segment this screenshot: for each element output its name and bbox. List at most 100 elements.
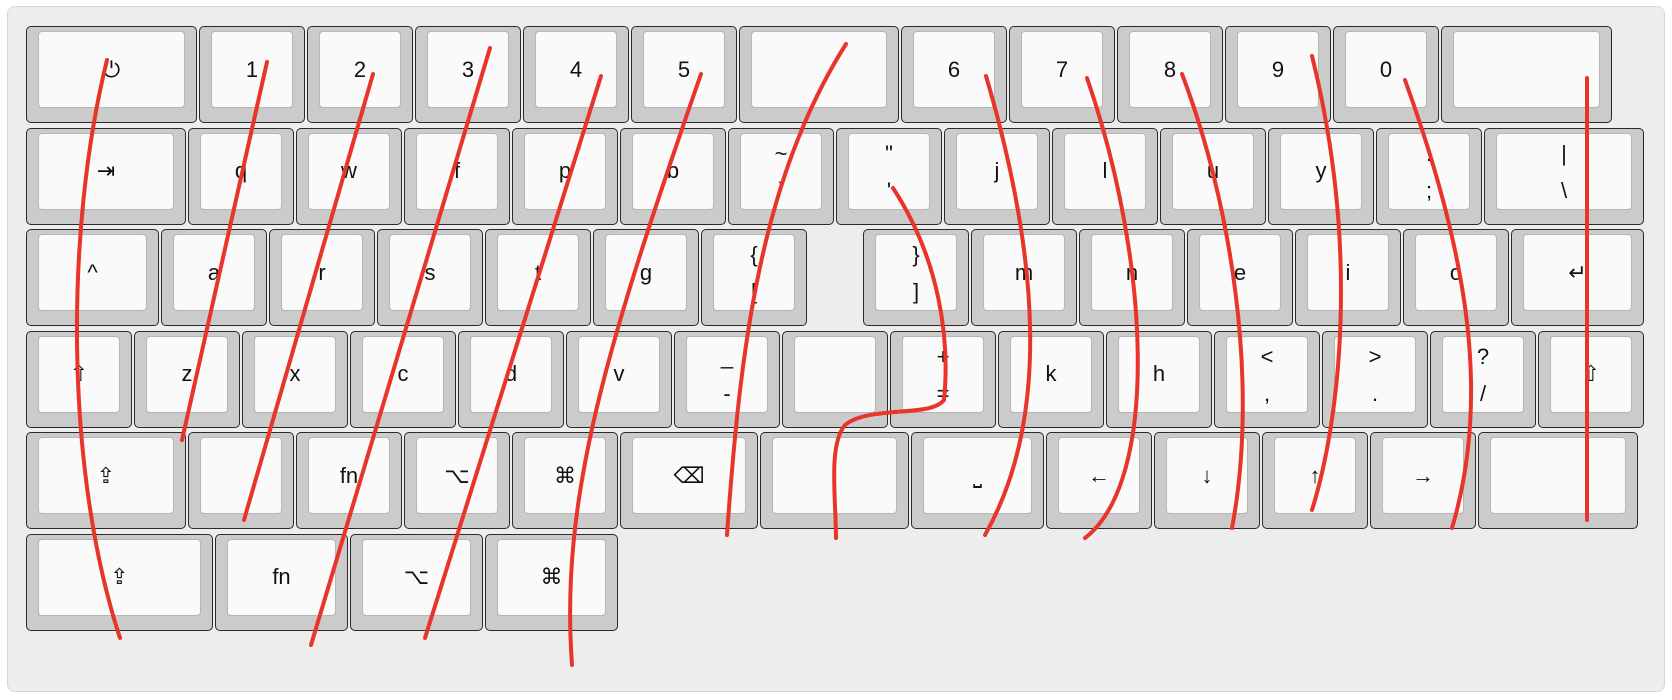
keycap [1280, 132, 1362, 210]
key-blank-bottom-right[interactable] [1478, 432, 1638, 529]
key-blank-top-right[interactable] [1441, 26, 1612, 123]
key-g[interactable]: g [593, 229, 699, 326]
keycap [497, 538, 606, 616]
key-9[interactable]: 9 [1225, 26, 1331, 123]
key-3[interactable]: 3 [415, 26, 521, 123]
key-blank-bottom-2[interactable] [760, 432, 909, 529]
key-4[interactable]: 4 [523, 26, 629, 123]
key-blank-bottom-1[interactable] [188, 432, 294, 529]
key-caret[interactable]: ^ [26, 229, 159, 326]
key-e[interactable]: e [1187, 229, 1293, 326]
keycap [794, 335, 876, 413]
keycap [740, 132, 822, 210]
key-i[interactable]: i [1295, 229, 1401, 326]
keycap [713, 234, 795, 311]
keycap [227, 538, 336, 616]
key-v[interactable]: v [566, 330, 672, 428]
key-space[interactable]: ⎵ [911, 432, 1044, 529]
key-b[interactable]: b [620, 127, 726, 225]
keycap [319, 31, 401, 108]
key-tilde[interactable]: ~` [728, 127, 834, 225]
key-8[interactable]: 8 [1117, 26, 1223, 123]
keycap [902, 335, 984, 413]
key-q[interactable]: q [188, 127, 294, 225]
keycap [632, 437, 746, 514]
key-n[interactable]: n [1079, 229, 1185, 326]
key-a[interactable]: a [161, 229, 267, 326]
key-k[interactable]: k [998, 330, 1104, 428]
keycap [1442, 335, 1524, 413]
key-w[interactable]: w [296, 127, 402, 225]
key-y[interactable]: y [1268, 127, 1374, 225]
key-rbrace[interactable]: }] [863, 229, 969, 326]
key-backspace[interactable]: ⌫ [620, 432, 758, 529]
key-shift-lock[interactable]: ⇪ [26, 432, 186, 529]
keycap [524, 437, 606, 514]
key-slash[interactable]: ?/ [1430, 330, 1536, 428]
key-fn[interactable]: fn [296, 432, 402, 529]
key-fn-2[interactable]: fn [215, 533, 348, 631]
key-quote[interactable]: "' [836, 127, 942, 225]
keycap [1199, 234, 1281, 311]
keycap [38, 132, 174, 210]
key-blank-top[interactable] [739, 26, 899, 123]
keycap [1010, 335, 1092, 413]
key-up[interactable]: ↑ [1262, 432, 1368, 529]
key-command-2[interactable]: ⌘ [485, 533, 618, 631]
key-r[interactable]: r [269, 229, 375, 326]
key-2[interactable]: 2 [307, 26, 413, 123]
key-f[interactable]: f [404, 127, 510, 225]
key-0[interactable]: 0 [1333, 26, 1439, 123]
key-j[interactable]: j [944, 127, 1050, 225]
key-o[interactable]: o [1403, 229, 1509, 326]
key-right[interactable]: → [1370, 432, 1476, 529]
keycap [416, 132, 498, 210]
key-power[interactable]: ⏻ [26, 26, 197, 123]
keycap [1334, 335, 1416, 413]
key-m[interactable]: m [971, 229, 1077, 326]
key-u[interactable]: u [1160, 127, 1266, 225]
key-plus[interactable]: += [890, 330, 996, 428]
key-l[interactable]: l [1052, 127, 1158, 225]
key-s[interactable]: s [377, 229, 483, 326]
key-option[interactable]: ⌥ [404, 432, 510, 529]
key-h[interactable]: h [1106, 330, 1212, 428]
keycap [1237, 31, 1319, 108]
key-command[interactable]: ⌘ [512, 432, 618, 529]
key-semicolon[interactable]: :; [1376, 127, 1482, 225]
key-shift-lock-2[interactable]: ⇪ [26, 533, 213, 631]
keycap [848, 132, 930, 210]
keycap [605, 234, 687, 311]
key-7[interactable]: 7 [1009, 26, 1115, 123]
key-d[interactable]: d [458, 330, 564, 428]
key-lbrace[interactable]: {[ [701, 229, 807, 326]
key-minus[interactable]: _- [674, 330, 780, 428]
key-period[interactable]: >. [1322, 330, 1428, 428]
key-5[interactable]: 5 [631, 26, 737, 123]
key-1[interactable]: 1 [199, 26, 305, 123]
key-6[interactable]: 6 [901, 26, 1007, 123]
keycap [923, 437, 1032, 514]
keycap [38, 31, 185, 108]
key-z[interactable]: z [134, 330, 240, 428]
key-comma[interactable]: <, [1214, 330, 1320, 428]
key-down[interactable]: ↓ [1154, 432, 1260, 529]
key-option-2[interactable]: ⌥ [350, 533, 483, 631]
key-t[interactable]: t [485, 229, 591, 326]
keycap [308, 437, 390, 514]
key-blank-mid[interactable] [782, 330, 888, 428]
keycap [362, 538, 471, 616]
keycap [913, 31, 995, 108]
keycap [524, 132, 606, 210]
key-x[interactable]: x [242, 330, 348, 428]
key-shift-right[interactable]: ⇧ [1538, 330, 1644, 428]
key-enter[interactable]: ↵ [1511, 229, 1644, 326]
key-shift-left[interactable]: ⇧ [26, 330, 132, 428]
key-p[interactable]: p [512, 127, 618, 225]
keycap [1172, 132, 1254, 210]
key-left[interactable]: ← [1046, 432, 1152, 529]
keycap [389, 234, 471, 311]
key-c[interactable]: c [350, 330, 456, 428]
key-pipe[interactable]: |\ [1484, 127, 1644, 225]
key-tab[interactable]: ⇥ [26, 127, 186, 225]
